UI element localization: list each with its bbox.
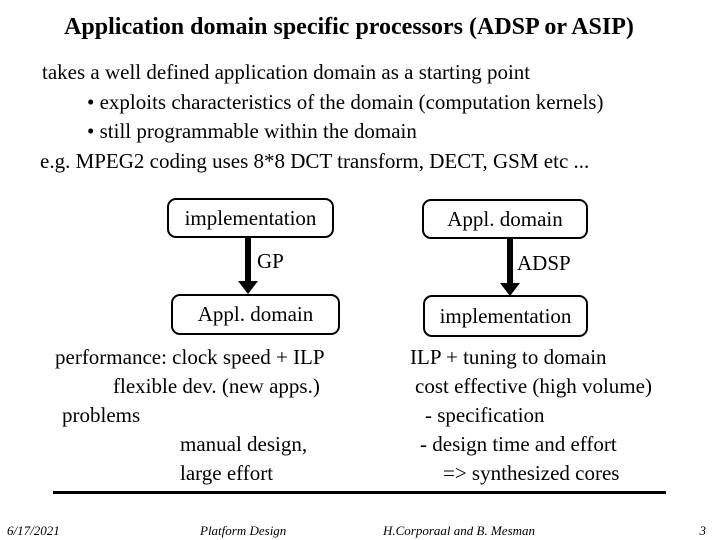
footer-page-number: 3 [699, 523, 707, 538]
gp-note-large-effort: large effort [180, 461, 274, 485]
adsp-appl-domain-box: Appl. domain [422, 199, 588, 239]
footer-date: 6/17/2021 [7, 523, 60, 538]
gp-arrow-label: GP [257, 249, 284, 273]
gp-note-problems: problems [62, 403, 141, 427]
adsp-note-synthesized-cores: => synthesized cores [443, 461, 620, 485]
adsp-note-cost-effective: cost effective (high volume) [415, 374, 652, 398]
body-line-2: • exploits characteristics of the domain… [87, 89, 604, 114]
footer-course-title: Platform Design [200, 523, 287, 538]
adsp-implementation-box: implementation [423, 295, 588, 337]
body-text-block: takes a well defined application domain … [0, 58, 720, 176]
adsp-note-specification: - specification [425, 403, 545, 427]
body-line-4: e.g. MPEG2 coding uses 8*8 DCT transform… [40, 148, 590, 173]
gp-note-flexible: flexible dev. (new apps.) [113, 374, 320, 398]
gp-appl-domain-box: Appl. domain [171, 294, 340, 335]
gp-note-performance: performance: clock speed + ILP [55, 345, 325, 369]
gp-arrow-stem [245, 236, 251, 282]
gp-notes-block: performance: clock speed + ILP flexible … [0, 343, 720, 488]
adsp-note-design-time: - design time and effort [420, 432, 617, 456]
adsp-arrow-head-icon [500, 283, 520, 296]
adsp-notes-block: ILP + tuning to domain cost effective (h… [0, 343, 720, 488]
adsp-arrow-stem [507, 238, 513, 284]
footer-authors: H.Corporaal and B. Mesman [383, 523, 536, 538]
body-line-1: takes a well defined application domain … [42, 60, 531, 84]
gp-note-manual-design: manual design, [180, 432, 308, 456]
adsp-arrow-label: ADSP [517, 251, 571, 275]
slide-title: Application domain specific processors (… [64, 14, 634, 40]
adsp-note-ilp-tuning: ILP + tuning to domain [410, 345, 607, 369]
gp-arrow-head-icon [238, 281, 258, 294]
gp-implementation-box: implementation [167, 198, 334, 238]
footer-divider [53, 491, 666, 494]
body-line-3: • still programmable within the domain [87, 119, 417, 143]
